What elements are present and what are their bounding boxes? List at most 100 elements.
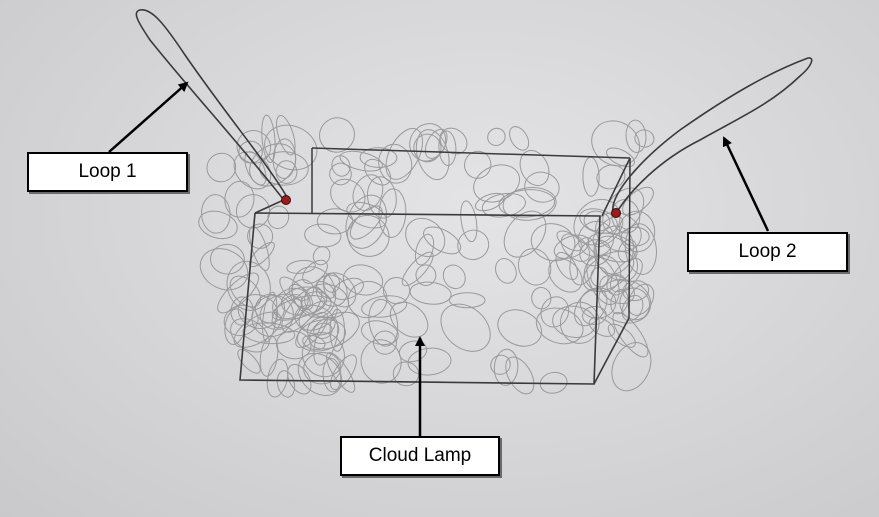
attachment-dot-loop-1 [281,195,291,205]
scribble-loop [415,264,437,286]
scribble-loop [230,318,270,353]
scribble-loop [524,171,560,203]
scribble-loop [569,237,598,286]
scribble-loop [262,291,278,343]
scribble-loop [413,133,442,163]
cloud-scribble-fill [198,114,657,398]
scribble-loop [389,301,429,338]
scribble-loop [288,283,314,311]
scribble-loop [460,200,478,243]
scribble-loop [359,147,398,168]
scribble-loop [304,283,350,319]
lamp-box-front-outline [239,197,630,385]
scribble-loop [382,276,411,305]
lamp-box-back-outline [311,147,631,319]
scribble-loop [617,239,638,263]
scribble-loop [349,205,383,240]
scribble-loop [448,292,486,309]
scribble-loop [440,303,491,352]
scribble-loop [487,127,506,146]
scribble-loop [415,129,450,181]
scribble-loop [237,349,261,374]
scribble-loop [281,286,323,333]
scribble-loop [367,176,397,219]
scribble-loop [249,225,270,271]
scribble-loop [495,258,517,284]
scribble-loop [385,127,424,180]
scribble-loop [226,260,271,311]
arrow-to-loop-1 [108,81,189,153]
scribble-loop [509,126,530,151]
scribble-loop [611,342,652,392]
scribble-loop [313,322,333,340]
scribble-loop [287,363,312,395]
scribble-loop [217,272,260,314]
scribble-loop [392,361,420,387]
scribble-loop [556,230,583,252]
scribble-loop [409,281,452,305]
scribble-loop [330,178,366,213]
scribble-loop [502,187,557,221]
scribble-loop [414,233,435,266]
scribble-loop [329,162,352,186]
scribble-loop [330,354,357,390]
scribble-loop [361,295,408,318]
scribble-loop [308,311,360,350]
scribble-loop [609,258,643,293]
scribble-loop [347,214,390,257]
scribble-loop [401,251,434,287]
scribble-loop [552,305,597,338]
scribble-loop [267,205,290,230]
scribble-loop [559,301,600,344]
scribble-loop [276,114,296,156]
scribble-loop [345,194,388,249]
scribble-loop [619,287,651,321]
scribble-loop [312,246,331,266]
scribble-loop [236,130,272,164]
scribble-loop [332,277,364,301]
scribble-loop [464,150,492,179]
scribble-loop [259,151,309,186]
scribble-loop [553,234,590,259]
scribble-loop [535,307,584,345]
scribble-loop [303,352,342,385]
scribble-loop [261,114,276,164]
scribble-loop [442,264,466,290]
scribble-loop [286,259,316,274]
scribble-loop [364,158,392,186]
scribble-loop [331,155,351,177]
scribble-loop [618,210,656,253]
scribble-loop [610,289,629,315]
scribble-loop [473,164,521,203]
scribble-loop [409,123,447,162]
scribble-loop [407,347,452,376]
scribble-loop [405,217,446,258]
scribble-loop [315,281,336,299]
scribble-loop [498,189,556,218]
scribble-loop [398,340,428,363]
scribble-loop [224,180,255,218]
scribble-loop [264,124,318,171]
scribble-loop [304,223,342,248]
scribble-loop [599,274,635,305]
arrow-to-loop-2 [722,136,770,232]
scribble-loop [505,356,535,395]
scribble-loop [238,140,263,164]
scribble-loop [573,288,608,327]
cloud-lamp-label: Cloud Lamp [340,436,500,476]
loop-1-label-text: Loop 1 [78,161,137,182]
scribble-loop [315,274,348,307]
scribble-loop [606,147,635,168]
scribble-loop [622,186,654,216]
scribble-loop [368,298,399,347]
scribble-loop [497,309,543,347]
scribble-loop [457,229,490,261]
scribble-loop [490,354,511,375]
scribble-loop [548,258,583,293]
scribble-loop [606,274,627,296]
loop-1-shape [135,9,288,200]
scribble-loop [596,164,626,190]
scribble-loop [198,210,238,240]
